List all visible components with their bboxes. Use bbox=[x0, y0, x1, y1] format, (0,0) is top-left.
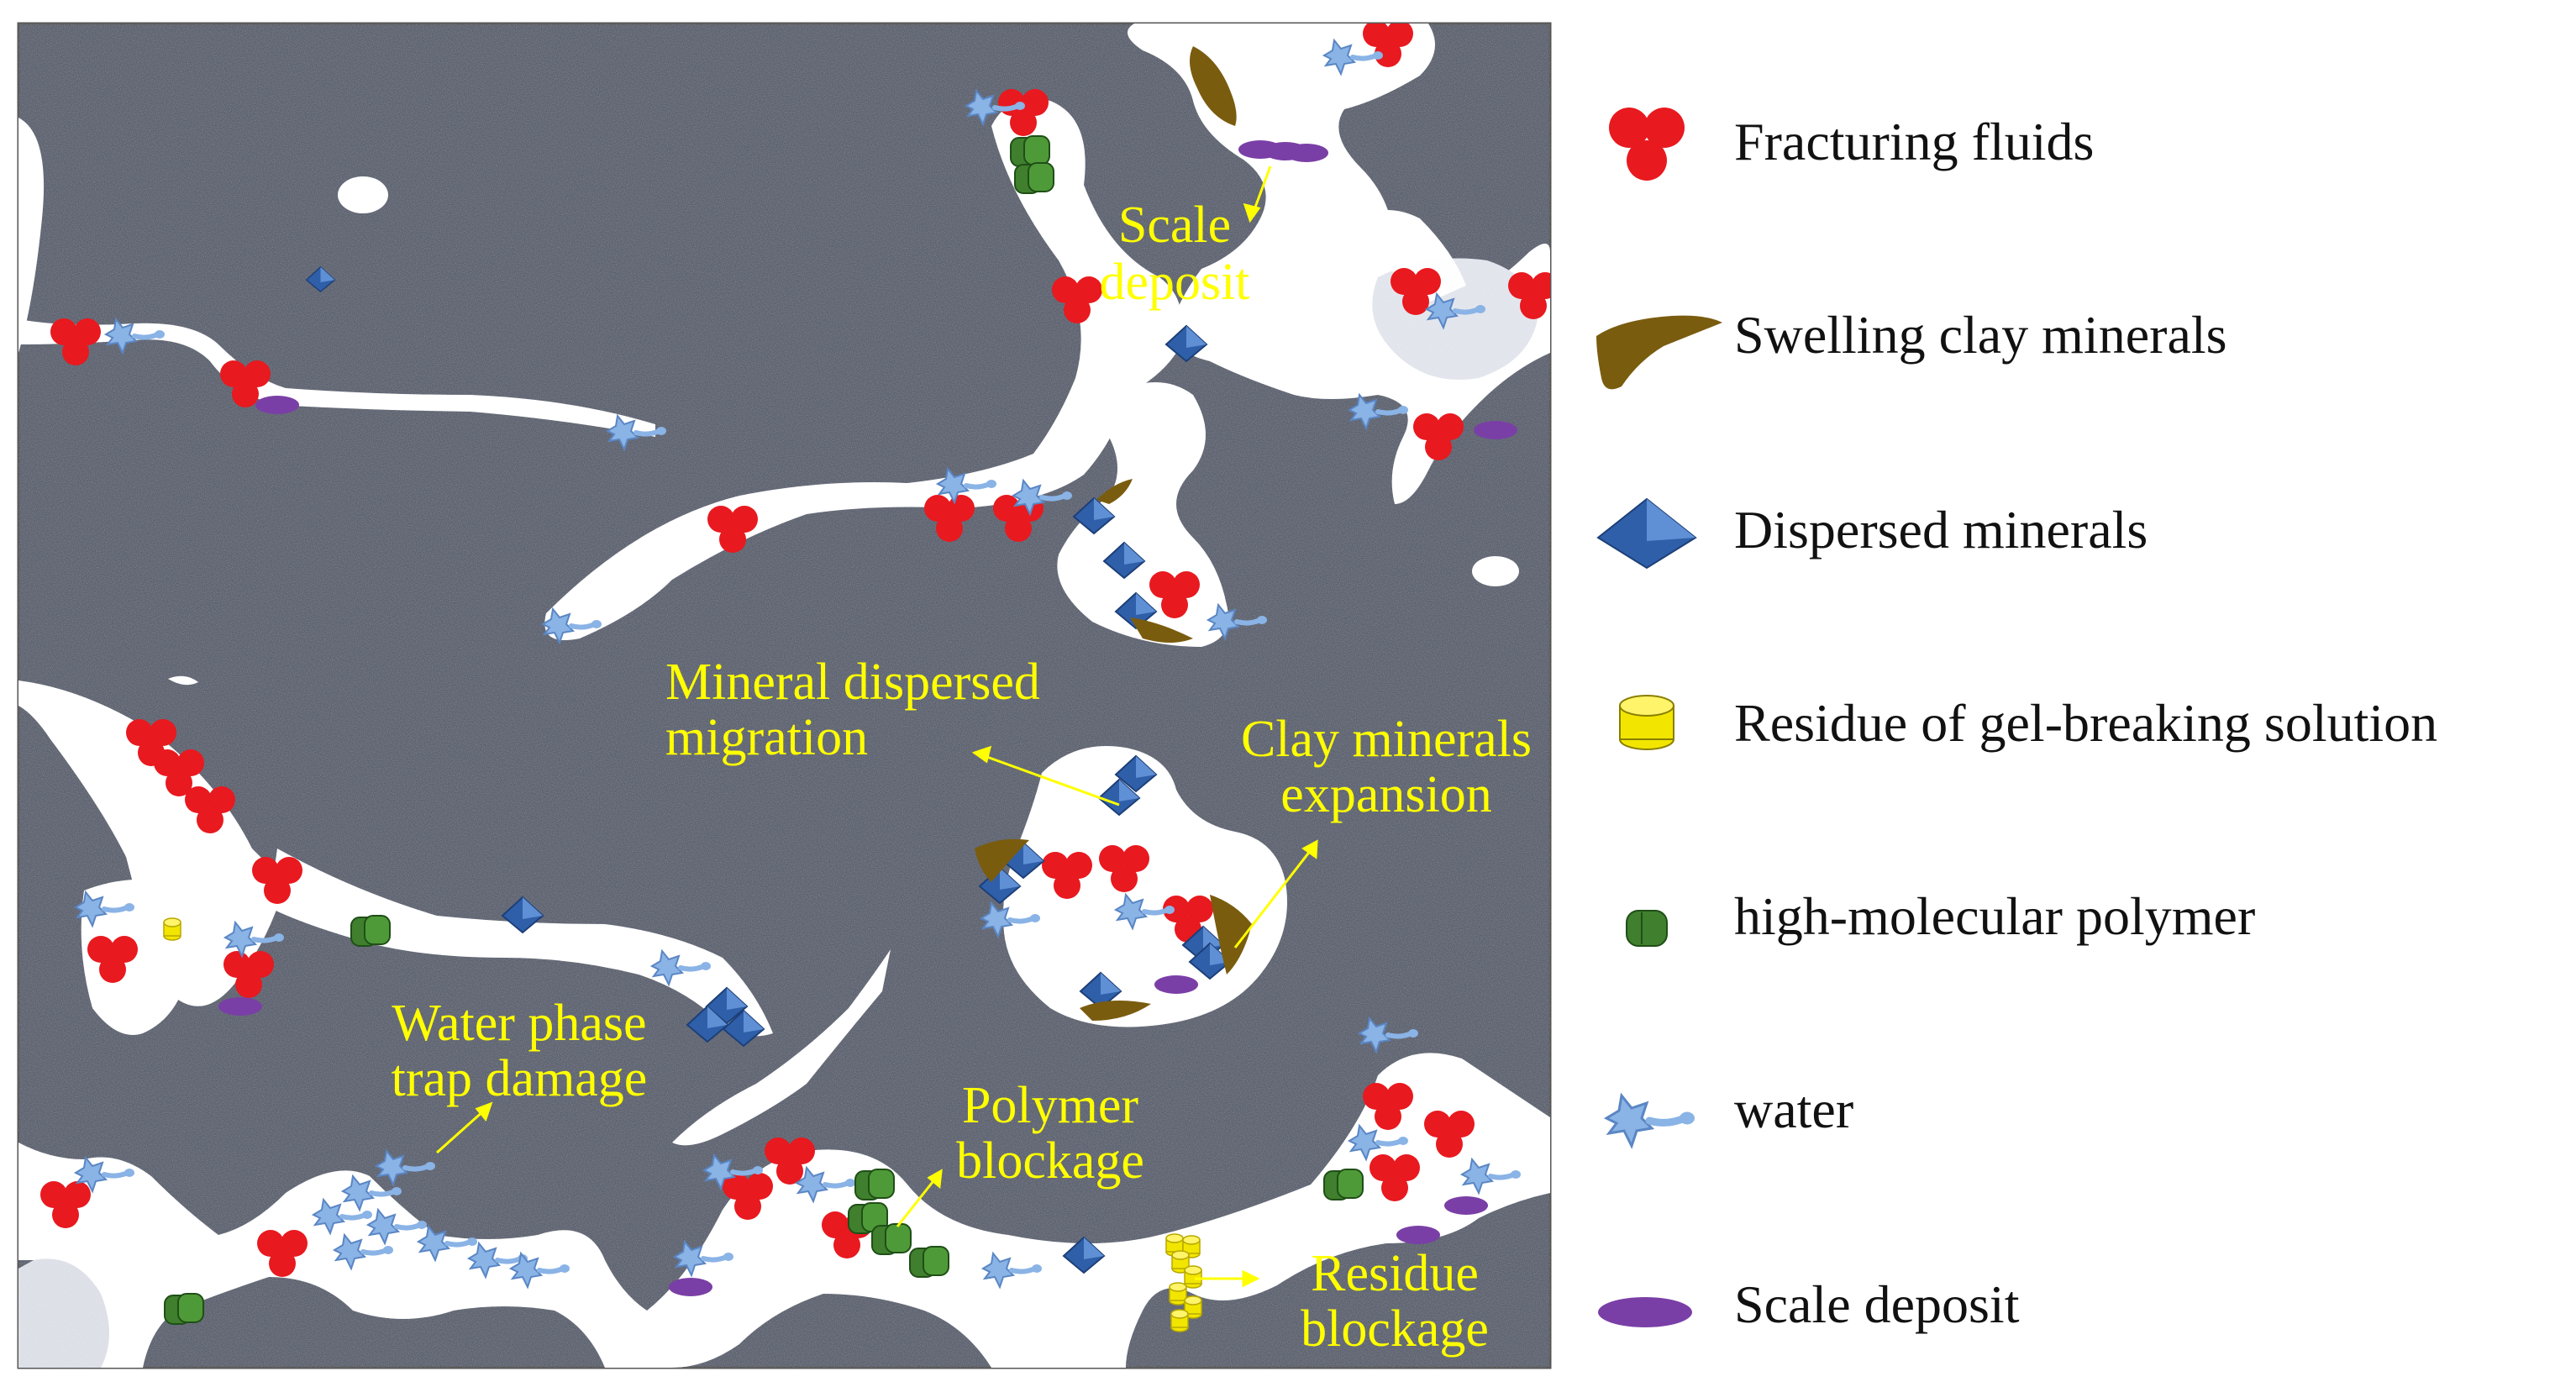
callout-mineral-dispersed-migration-line-2: migration bbox=[665, 709, 868, 766]
particles bbox=[40, 24, 1550, 1332]
legend-label: Dispersed minerals bbox=[1734, 500, 2148, 560]
polymer-icon bbox=[1626, 910, 1668, 947]
legend-label: high-molecular polymer bbox=[1734, 886, 2255, 946]
callout-mineral-dispersed-migration-line-1: Mineral dispersed bbox=[665, 654, 1040, 711]
residue-particle bbox=[163, 917, 181, 941]
legend-label: Swelling clay minerals bbox=[1734, 305, 2227, 365]
callout-water-phase-trap-damage: Water phase trap damage bbox=[392, 995, 648, 1107]
scale-deposit-particle bbox=[1154, 975, 1198, 994]
swelling-clay-particle bbox=[975, 838, 1029, 882]
dispersed-mineral-icon bbox=[1596, 497, 1697, 570]
scale-deposit-particle bbox=[1474, 421, 1517, 439]
callout-residue-blockage: Residue blockage bbox=[1301, 1245, 1489, 1358]
legend-label: Fracturing fluids bbox=[1734, 112, 2094, 171]
polymer-particle bbox=[1014, 162, 1054, 194]
scale-deposit-icon bbox=[1598, 1297, 1692, 1327]
scale-deposit-particle bbox=[218, 997, 262, 1016]
polymer-particle bbox=[871, 1223, 912, 1255]
legend-label: water bbox=[1734, 1080, 1853, 1139]
swelling-clay-particle bbox=[1096, 479, 1133, 504]
callout-residue-blockage-line-2: blockage bbox=[1301, 1300, 1489, 1358]
residue-particle bbox=[1184, 1265, 1202, 1289]
scale-deposit-particle bbox=[669, 1278, 712, 1296]
callout-mineral-dispersed-migration: Mineral dispersed migration bbox=[665, 654, 1040, 766]
residue-icon bbox=[1619, 695, 1674, 750]
fracturing-fluid-icon bbox=[1609, 108, 1685, 181]
water-icon bbox=[1603, 1092, 1695, 1149]
residue-particle bbox=[1170, 1309, 1189, 1332]
callout-residue-blockage-line-1: Residue bbox=[1311, 1245, 1479, 1302]
scale-deposit-particle bbox=[1396, 1226, 1440, 1244]
legend-item-scale-deposit: Scale deposit bbox=[1598, 1274, 2020, 1334]
residue-particle bbox=[1169, 1282, 1187, 1306]
callout-clay-minerals-expansion: Clay minerals expansion bbox=[1241, 711, 1532, 823]
swelling-clay-particle bbox=[1080, 1001, 1151, 1021]
polymer-particle bbox=[164, 1293, 204, 1325]
scale-deposit-particle bbox=[255, 396, 299, 414]
callout-scale-deposit-line-1: Scale bbox=[1118, 197, 1231, 254]
callout-scale-deposit: Scale deposit bbox=[1099, 197, 1249, 311]
legend: Fracturing fluids Swelling clay minerals… bbox=[1596, 108, 2437, 1334]
polymer-particle bbox=[909, 1246, 949, 1278]
callout-arrows bbox=[436, 165, 1318, 1288]
legend-item-polymer: high-molecular polymer bbox=[1626, 886, 2255, 947]
legend-item-water: water bbox=[1603, 1080, 1853, 1149]
callout-polymer-blockage-line-1: Polymer bbox=[962, 1077, 1138, 1134]
polymer-particle bbox=[854, 1169, 895, 1200]
legend-item-dispersed-minerals: Dispersed minerals bbox=[1596, 497, 2148, 570]
legend-label: Scale deposit bbox=[1734, 1274, 2020, 1334]
legend-label: Residue of gel-breaking solution bbox=[1734, 693, 2437, 753]
callout-polymer-blockage: Polymer blockage bbox=[956, 1077, 1144, 1190]
polymer-particle bbox=[1323, 1169, 1364, 1200]
swelling-clay-particle bbox=[1190, 46, 1237, 126]
callout-clay-minerals-expansion-line-1: Clay minerals bbox=[1241, 711, 1532, 768]
swelling-clay-icon bbox=[1596, 315, 1722, 390]
callout-water-phase-trap-damage-line-1: Water phase bbox=[392, 995, 646, 1052]
swelling-clay-particle bbox=[1130, 617, 1193, 643]
callout-polymer-blockage-line-2: blockage bbox=[956, 1132, 1144, 1190]
callout-clay-minerals-expansion-line-2: expansion bbox=[1280, 766, 1491, 823]
legend-item-residue: Residue of gel-breaking solution bbox=[1619, 693, 2437, 753]
swelling-clay-particle bbox=[1210, 895, 1252, 975]
scale-deposit-particle bbox=[1285, 144, 1328, 162]
callout-scale-deposit-line-2: deposit bbox=[1099, 254, 1249, 311]
legend-item-swelling-clay: Swelling clay minerals bbox=[1596, 305, 2227, 390]
legend-item-fracturing-fluids: Fracturing fluids bbox=[1609, 108, 2094, 181]
callout-water-phase-trap-damage-line-2: trap damage bbox=[392, 1050, 648, 1107]
polymer-particle bbox=[350, 915, 391, 947]
scale-deposit-particle bbox=[1444, 1196, 1488, 1215]
polymer-particle bbox=[1010, 135, 1050, 167]
